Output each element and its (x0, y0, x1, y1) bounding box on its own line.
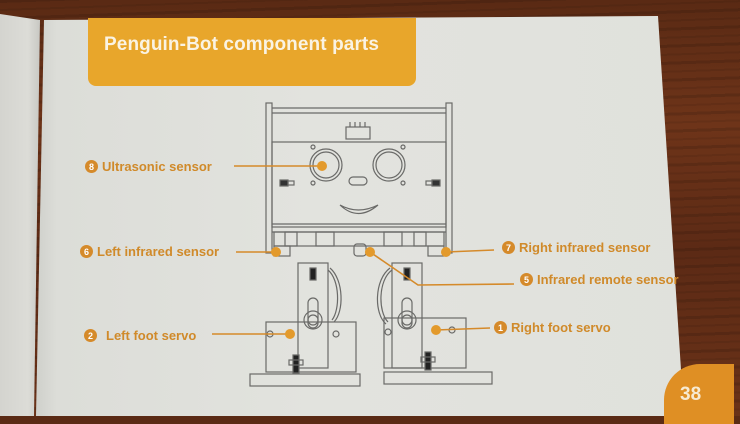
leader-line-right-servo (435, 327, 491, 331)
marker-dot-left-servo (285, 329, 295, 339)
component-name: Ultrasonic sensor (102, 159, 212, 174)
page-title: Penguin-Bot component parts (104, 34, 380, 55)
head-panel (271, 141, 447, 228)
left-foot-plate (249, 373, 361, 387)
component-name: Left foot servo (106, 328, 197, 343)
number-badge: 1 (494, 321, 507, 334)
smile-bracket (339, 204, 379, 215)
component-name: Left infrared sensor (97, 244, 220, 259)
right-frame-post (445, 102, 453, 254)
marker-dot-right-servo (431, 325, 441, 335)
component-label-left-foot-servo: 2 Left foot servo (84, 328, 196, 343)
number-badge: 2 (84, 329, 97, 342)
component-name: Right foot servo (511, 320, 611, 335)
marker-dot-ultrasonic (317, 161, 327, 171)
marker-dot-right-ir (441, 247, 451, 257)
marker-dot-left-ir (271, 247, 281, 257)
nose-slot (348, 176, 368, 186)
number-badge: 6 (80, 245, 93, 258)
title-banner (88, 18, 416, 86)
right-eye-transducer (372, 148, 406, 182)
facing-page (0, 14, 40, 416)
component-label-right-foot-servo: 1 Right foot servo (494, 320, 611, 335)
number-badge: 5 (520, 273, 533, 286)
component-label-right-infrared-sensor: 7 Right infrared sensor (502, 240, 650, 255)
left-eye-transducer (309, 148, 343, 182)
number-badge: 8 (85, 160, 98, 173)
component-label-ultrasonic-sensor: 8 Ultrasonic sensor (85, 159, 212, 174)
number-badge: 7 (502, 241, 515, 254)
leader-line-right-ir (445, 249, 495, 253)
component-name: Infrared remote sensor (537, 272, 679, 287)
page-number-tab (664, 364, 734, 424)
left-frame-post (265, 102, 273, 254)
page-number: 38 (680, 384, 702, 405)
marker-dot-ir-remote (365, 247, 375, 257)
component-label-infrared-remote-sensor: 5 Infrared remote sensor (520, 272, 679, 287)
right-foot-plate (383, 371, 493, 385)
component-label-left-infrared-sensor: 6 Left infrared sensor (80, 244, 219, 259)
left-foot-bracket (265, 321, 357, 373)
top-connector (345, 126, 371, 140)
leader-line-ir-remote (369, 251, 515, 286)
component-name: Right infrared sensor (519, 240, 651, 255)
left-leg-servo (297, 262, 329, 369)
